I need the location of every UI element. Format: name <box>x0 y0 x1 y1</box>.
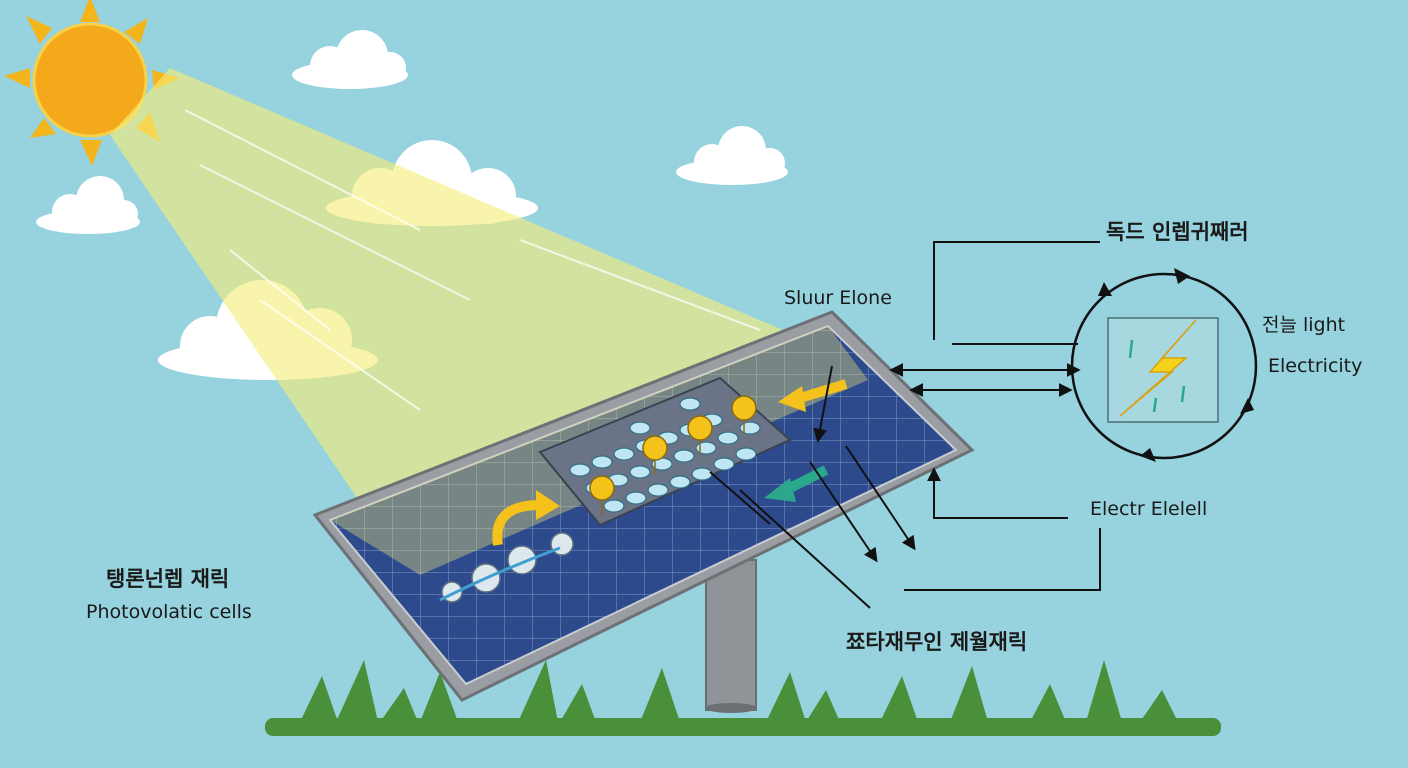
label-light-korean: 전늘 light <box>1262 314 1346 336</box>
pole-base <box>705 703 757 713</box>
arrow-yellow-right <box>798 379 848 403</box>
leader-lines <box>709 241 1101 609</box>
label-bottom-center-korean: 쬬타재무인 제월재릭 <box>846 630 1028 654</box>
photovoltaic-cell-closeup <box>538 376 792 527</box>
label-photovoltaic-cells: Photovolatic cells <box>86 601 252 623</box>
electron-flow-path <box>439 546 561 602</box>
arrow-head-teal <box>764 478 796 502</box>
label-top-right-korean: 독드 인렙귀째러 <box>1106 220 1249 244</box>
cycle-arrows-icon <box>1070 268 1258 462</box>
label-left-korean: 탱론넌렙 재릭 <box>106 567 230 591</box>
label-sun-stone: Sluur Elone <box>784 287 892 309</box>
arrow-teal <box>783 465 829 495</box>
cloud-icon <box>36 176 140 234</box>
panel-pole <box>705 559 757 711</box>
photon-pins <box>589 395 757 516</box>
label-electr-elelell: Electr Elelell <box>1090 498 1208 520</box>
light-rays <box>184 109 761 411</box>
arrow-head-yellow-right <box>778 386 806 412</box>
curved-arrow-yellow-left <box>492 500 541 546</box>
cloud-icon <box>292 30 408 89</box>
arrow-head-yellow-left <box>536 490 560 520</box>
cloud-icon <box>676 126 788 185</box>
grass <box>265 660 1221 736</box>
label-electricity: Electricity <box>1268 355 1363 377</box>
lightning-bolt-icon <box>1107 317 1219 423</box>
